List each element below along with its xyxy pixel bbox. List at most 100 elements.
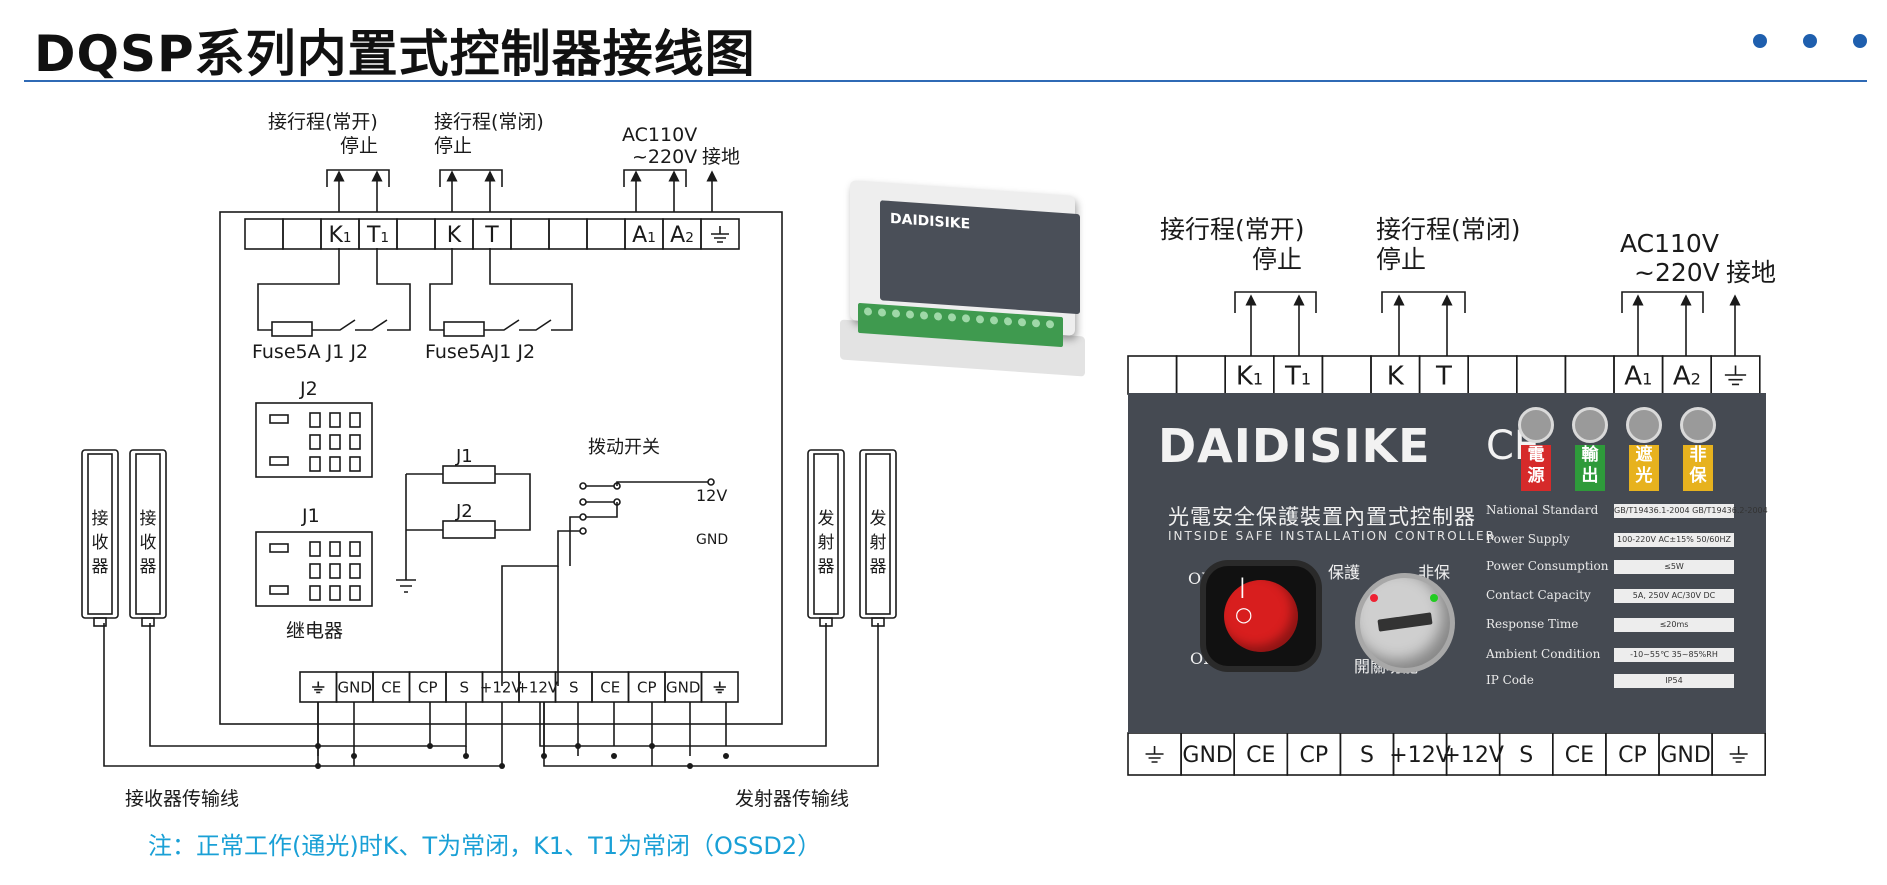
rocker-off-mark-icon: ○ (1235, 602, 1253, 626)
indicator-nonprotect: 非保 (1678, 407, 1718, 491)
sensor-label-char: 发 (818, 509, 835, 529)
relay-pin (269, 456, 289, 466)
relay-pin (309, 541, 321, 557)
indicator-power-label: 電源 (1521, 445, 1551, 491)
product-photo: DAIDISIKE (830, 178, 1100, 378)
terminal-label: CP (418, 678, 438, 696)
label-nc-stop-1: 接行程(常闭) (434, 111, 544, 133)
terminal-label: GND (1660, 743, 1710, 768)
sensor-label-char: 射 (818, 533, 835, 553)
label-ac-2: ~220V (632, 146, 697, 168)
terminal-label: S (1360, 743, 1374, 768)
relay-pin (329, 563, 341, 579)
page-title: DQSP系列内置式控制器接线图 (34, 25, 756, 83)
relay-pin (349, 563, 361, 579)
terminal-cell (548, 218, 588, 250)
relay-label: 继电器 (286, 620, 343, 642)
ground-icon (1145, 746, 1164, 763)
terminal-cell (510, 218, 550, 250)
relay-j2-label: J2 (299, 378, 318, 400)
ground-icon (1724, 365, 1747, 386)
terminal-label: K (1387, 361, 1405, 391)
relay-pin (329, 585, 341, 601)
sensor-label-char: 器 (870, 557, 887, 577)
terminal-cell (700, 671, 739, 703)
terminal-label: +12V (516, 678, 559, 696)
rocker-red-icon (1224, 580, 1298, 652)
terminal-label: CE (381, 678, 401, 696)
right-label-no-stop-1: 接行程(常开) (1160, 215, 1305, 244)
terminal-label: K1 (328, 223, 351, 248)
terminal-label: +12V (1389, 743, 1450, 768)
receiver-left: 接收器 (81, 449, 119, 627)
key-switch[interactable] (1360, 578, 1450, 668)
panel-cn-title: 光電安全保護裝置內置式控制器 (1168, 505, 1476, 529)
terminal-cell (282, 218, 322, 250)
terminal-label: K (447, 223, 462, 248)
terminal-label: T (484, 223, 499, 248)
terminal-label: GND (338, 678, 372, 696)
terminal-cell (1711, 732, 1766, 776)
photo-brand: DAIDISIKE (890, 210, 971, 233)
sensor-label-char: 发 (870, 509, 887, 529)
power-lamp-icon (1518, 407, 1554, 443)
title-rule (24, 80, 1867, 82)
power-rocker-switch[interactable]: | ○ (1206, 566, 1316, 666)
emitter-left: 发射器 (807, 449, 845, 627)
controller-front-panel: DAIDISIKE CE 電源 輸出 遮光 非保 光電安全保護裝置內置式控制器 … (1128, 393, 1768, 733)
terminal-cell (700, 218, 740, 250)
terminal-cell (1564, 355, 1615, 395)
output-lamp-icon (1572, 407, 1608, 443)
relay-pin (349, 412, 361, 428)
terminal-label: T1 (1284, 361, 1311, 391)
relay-pin (329, 541, 341, 557)
terminal-label: A2 (1673, 361, 1701, 391)
blocked-lamp-icon (1626, 407, 1662, 443)
terminal-cell (1516, 355, 1567, 395)
terminal-label: CE (1565, 743, 1594, 768)
sensor-label-char: 收 (140, 533, 157, 553)
indicator-output-label: 輸出 (1575, 445, 1605, 491)
right-label-nc-stop-1: 接行程(常闭) (1376, 215, 1521, 244)
right-label-nc-stop-2: 停止 (1376, 245, 1426, 274)
relay-pin (349, 585, 361, 601)
ground-icon (1729, 746, 1748, 763)
relay-j2 (255, 402, 373, 478)
terminal-label: A2 (670, 223, 694, 248)
relay-pin (329, 412, 341, 428)
protect-label: 保護 (1328, 563, 1361, 582)
terminal-label: T1 (366, 223, 389, 248)
relay-pin (309, 585, 321, 601)
right-label-ac-2: ~220V (1634, 258, 1720, 287)
terminal-cell (586, 218, 626, 250)
spec-ambient-condition: Ambient Condition-10~55℃ 35~85%RH (1486, 645, 1746, 667)
controller-outline (219, 211, 783, 725)
terminal-label: +12V (480, 678, 523, 696)
panel-en-title: INTSIDE SAFE INSTALLATION CONTROLLER (1168, 529, 1496, 543)
sensor-label-char: 收 (92, 533, 109, 553)
ground-icon (713, 681, 726, 694)
key-green-dot-icon (1430, 594, 1438, 602)
indicator-blocked-label: 遮光 (1629, 445, 1659, 491)
label-nc-stop-2: 停止 (434, 135, 472, 157)
terminal-label: GND (666, 678, 700, 696)
key-slot-icon (1377, 612, 1433, 632)
relay-j1 (255, 531, 373, 607)
relay-pin (309, 412, 321, 428)
switch-gnd: GND (696, 532, 728, 548)
spec-power-consumption: Power Consumption≤5W (1486, 557, 1746, 579)
more-dots-icon (1753, 34, 1873, 50)
indicator-power: 電源 (1516, 407, 1556, 491)
terminal-label: K1 (1236, 361, 1263, 391)
receiver-right: 接收器 (129, 449, 167, 627)
key-red-dot-icon (1370, 594, 1378, 602)
terminal-label: CP (1618, 743, 1647, 768)
relay-j1-label: J1 (301, 505, 320, 527)
terminal-label: S (1519, 743, 1533, 768)
